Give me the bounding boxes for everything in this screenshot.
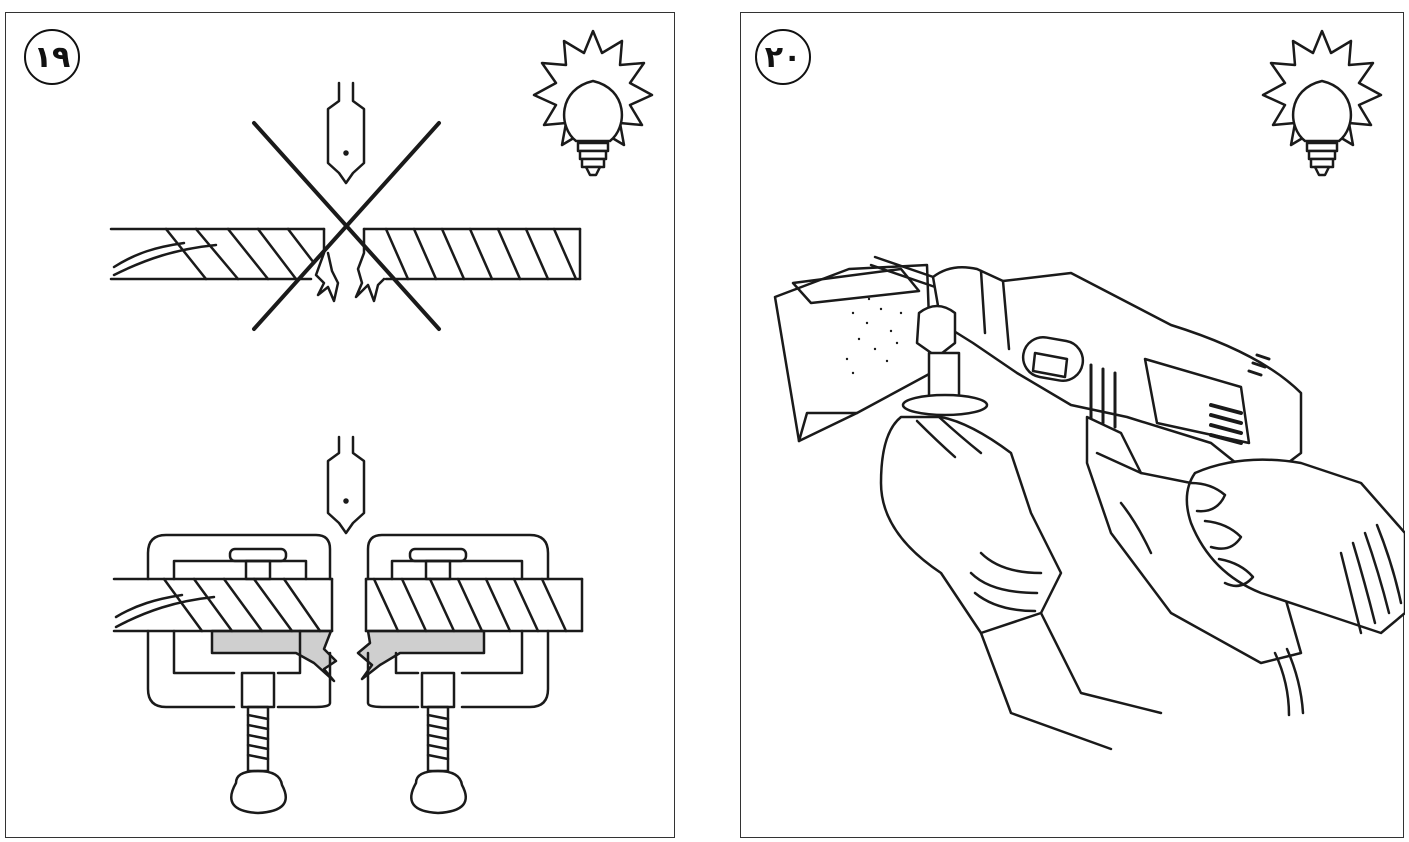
dust-collector — [773, 263, 933, 443]
wrong-cross-mark — [252, 121, 441, 331]
lightbulb-tip-icon — [532, 29, 654, 177]
board-unclamped — [109, 227, 582, 303]
c-clamp-left — [146, 533, 332, 815]
right-glove — [1185, 458, 1405, 635]
clamping-illustration — [109, 81, 584, 815]
left-glove — [879, 415, 1163, 751]
board-clamped — [112, 577, 584, 683]
drill-bit-top — [326, 81, 366, 185]
drill-bit-bottom — [326, 435, 366, 535]
c-clamp-right — [366, 533, 550, 815]
step-panel-19: ١٩ — [5, 12, 675, 838]
step-number-badge: ٢٠ — [755, 29, 811, 85]
hammer-drill — [901, 266, 1305, 717]
step-number-badge: ١٩ — [24, 29, 80, 85]
lightbulb-tip-icon — [1261, 29, 1383, 177]
drilling-illustration — [773, 255, 1405, 751]
step-panel-20: ٢٠ — [740, 12, 1405, 838]
